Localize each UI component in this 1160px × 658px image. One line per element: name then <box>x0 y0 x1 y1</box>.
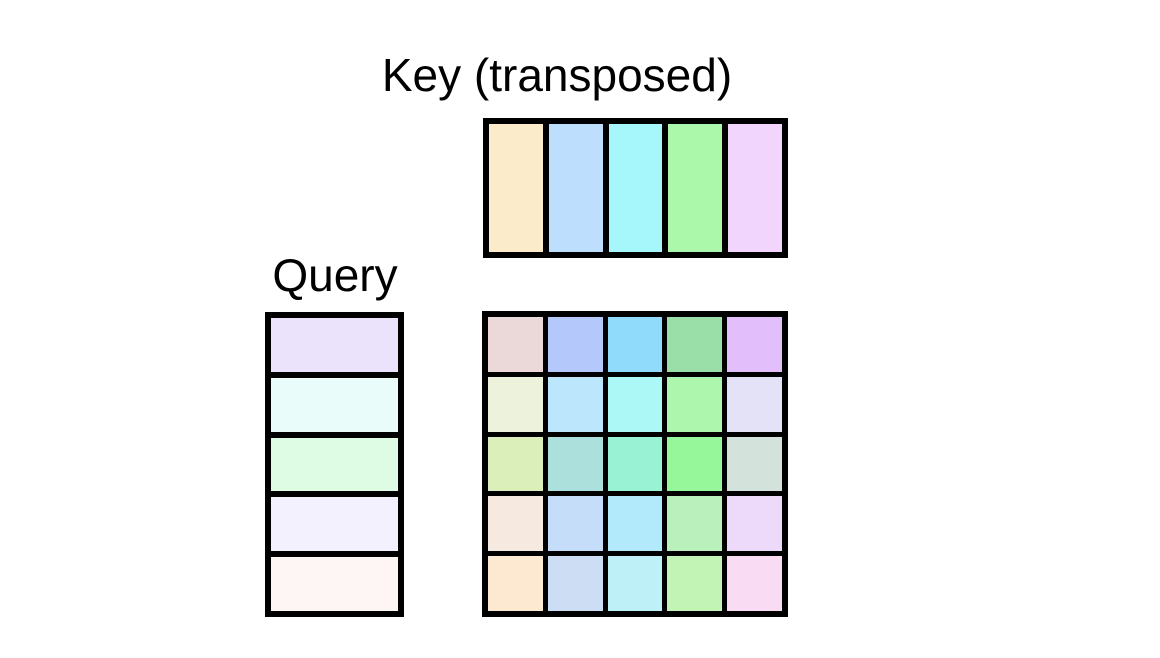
query-matrix-title: Query <box>272 249 398 301</box>
query-row-5 <box>271 557 398 611</box>
product-r2c2 <box>547 376 603 432</box>
product-r1c1 <box>488 317 543 372</box>
product-r5c4 <box>667 556 723 611</box>
product-r3c5 <box>727 436 782 492</box>
key-col-4 <box>668 124 723 252</box>
product-r4c5 <box>727 496 782 552</box>
product-r4c3 <box>607 496 663 552</box>
query-row-4 <box>271 497 398 552</box>
product-r4c2 <box>547 496 603 552</box>
product-r5c1 <box>488 556 543 611</box>
key-matrix-title: Key (transposed) <box>381 49 733 101</box>
product-r5c2 <box>547 556 603 611</box>
key-col-1 <box>489 124 543 252</box>
product-r3c3 <box>607 436 663 492</box>
product-r3c4 <box>667 436 723 492</box>
product-r2c3 <box>607 376 663 432</box>
query-row-1 <box>271 318 398 372</box>
product-r2c4 <box>667 376 723 432</box>
query-row-3 <box>271 437 398 492</box>
key-col-2 <box>548 124 603 252</box>
key-col-3 <box>608 124 663 252</box>
query-matrix <box>265 312 404 617</box>
product-r1c2 <box>547 317 603 372</box>
product-r3c1 <box>488 436 543 492</box>
query-row-2 <box>271 377 398 432</box>
product-r5c5 <box>727 556 782 611</box>
product-r1c4 <box>667 317 723 372</box>
product-r4c4 <box>667 496 723 552</box>
product-r4c1 <box>488 496 543 552</box>
product-r5c3 <box>607 556 663 611</box>
product-attention-matrix <box>482 311 788 617</box>
product-r2c5 <box>727 376 782 432</box>
key-transposed-matrix <box>483 118 788 258</box>
product-r1c3 <box>607 317 663 372</box>
key-col-5 <box>728 124 782 252</box>
product-r3c2 <box>547 436 603 492</box>
product-r2c1 <box>488 376 543 432</box>
product-r1c5 <box>727 317 782 372</box>
